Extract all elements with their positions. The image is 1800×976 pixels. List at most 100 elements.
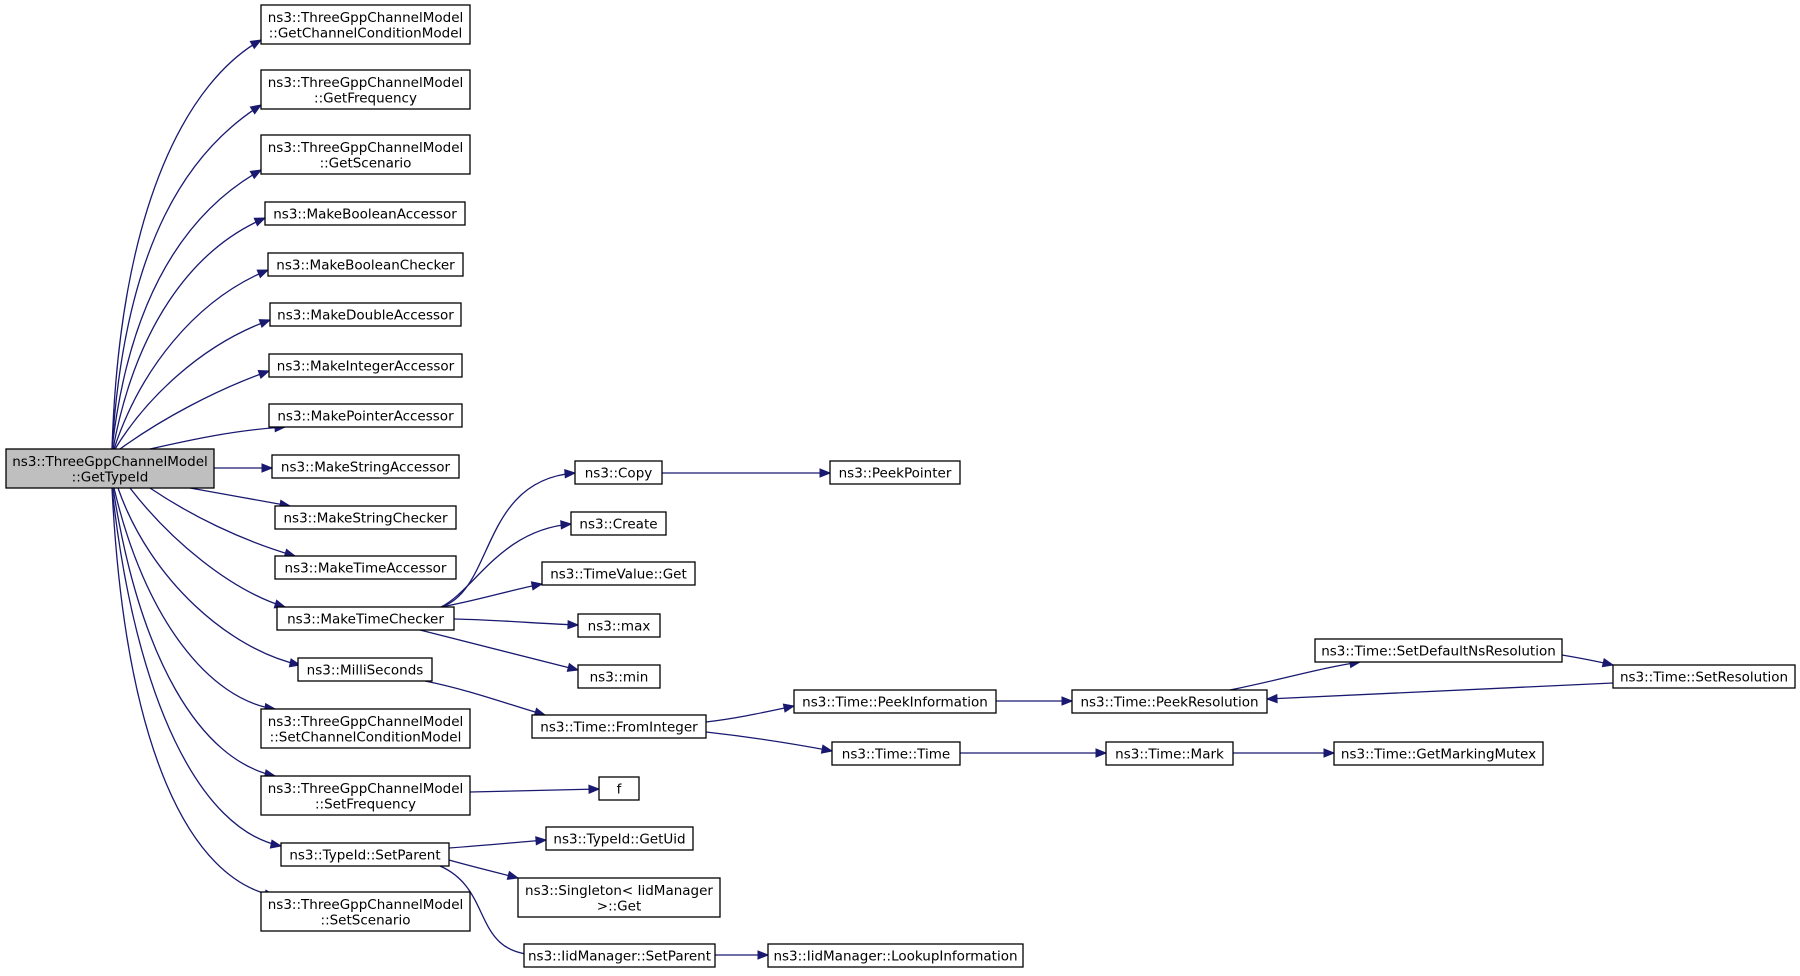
node-ns3-iidmanager-lookupinformation[interactable]: ns3::IidManager::LookupInformation	[767, 943, 1024, 968]
node-ns3-singleton-iidmanager-get[interactable]: ns3::Singleton< IidManager>::Get	[517, 877, 721, 918]
arrowhead	[258, 319, 272, 328]
node-ns3-threegppchannelmodel-setchannelconditionmodel[interactable]: ns3::ThreeGppChannelModel::SetChannelCon…	[260, 708, 471, 749]
arrowhead	[820, 744, 834, 754]
node-ns3-time-frominteger[interactable]: ns3::Time::FromInteger	[531, 714, 707, 739]
edge-root-to-n_ms	[117, 487, 302, 668]
edge-line	[440, 583, 543, 608]
node-ns3-time-time[interactable]: ns3::Time::Time	[831, 741, 961, 766]
edge-root-to-n_msa	[214, 463, 274, 473]
node-box	[260, 134, 471, 175]
node-label: ns3::MakeStringChecker	[283, 511, 447, 527]
node-box	[5, 448, 215, 489]
edge-line	[119, 370, 270, 450]
node-ns3-threegppchannelmodel-getchannelconditionmodel[interactable]: ns3::ThreeGppChannelModel::GetChannelCon…	[260, 4, 471, 45]
node-label: ns3::ThreeGppChannelModel	[268, 10, 464, 26]
node-ns3-maketimechecker[interactable]: ns3::MakeTimeChecker	[276, 606, 455, 631]
node-box	[577, 613, 661, 638]
node-ns3-milliseconds[interactable]: ns3::MilliSeconds	[297, 657, 433, 682]
arrowhead	[819, 468, 832, 478]
node-ns3-min[interactable]: ns3::min	[577, 664, 661, 689]
node-label: ns3::IidManager::LookupInformation	[773, 949, 1017, 965]
node-box	[570, 511, 667, 536]
node-label: ns3::MakePointerAccessor	[277, 409, 454, 425]
edge-line	[440, 523, 572, 608]
arrowhead	[269, 839, 283, 849]
node-ns3-threegppchannelmodel-setscenario[interactable]: ns3::ThreeGppChannelModel::SetScenario	[260, 891, 471, 932]
node-label: ns3::Singleton< IidManager	[525, 883, 713, 899]
node-ns3-threegppchannelmodel-setfrequency[interactable]: ns3::ThreeGppChannelModel::SetFrequency	[260, 775, 471, 816]
node-ns3-create[interactable]: ns3::Create	[570, 511, 667, 536]
node-label: ns3::Time::Time	[842, 747, 950, 763]
edge-line	[149, 487, 296, 557]
arrowhead	[1095, 748, 1108, 758]
node-ns3-makeintegeraccessor[interactable]: ns3::MakeIntegerAccessor	[268, 353, 463, 378]
arrowhead	[564, 469, 577, 479]
node-ns3-time-getmarkingmutex[interactable]: ns3::Time::GetMarkingMutex	[1333, 741, 1544, 766]
node-ns3-makepointeraccessor[interactable]: ns3::MakePointerAccessor	[268, 403, 463, 428]
node-ns3-time-setresolution[interactable]: ns3::Time::SetResolution	[1612, 664, 1796, 689]
edge-n_fromint-to-n_time	[705, 731, 834, 754]
node-ns3-iidmanager-setparent[interactable]: ns3::IidManager::SetParent	[523, 943, 716, 968]
node-ns3-threegppchannelmodel-getscenario[interactable]: ns3::ThreeGppChannelModel::GetScenario	[260, 134, 471, 175]
edge-root-to-n_mta	[149, 487, 297, 558]
arrowhead	[1265, 693, 1278, 704]
node-ns3-time-mark[interactable]: ns3::Time::Mark	[1105, 741, 1234, 766]
arrowhead	[757, 950, 770, 960]
edge-line	[1266, 682, 1614, 700]
edge-n_tsp-to-n_singleton	[448, 859, 520, 880]
edge-n_copy-to-n_peekptr	[662, 468, 832, 478]
node-box	[574, 460, 663, 485]
arrowhead	[782, 703, 796, 713]
arrowhead	[567, 619, 580, 630]
node-box	[269, 302, 462, 327]
node-ns3-time-setdefaultnsresolution[interactable]: ns3::Time::SetDefaultNsResolution	[1314, 638, 1563, 663]
node-ns3-makestringchecker[interactable]: ns3::MakeStringChecker	[274, 505, 457, 530]
node-ns3-timevalue-get[interactable]: ns3::TimeValue::Get	[541, 561, 696, 586]
node-ns3-time-peekinformation[interactable]: ns3::Time::PeekInformation	[793, 689, 997, 714]
arrowhead	[535, 836, 548, 846]
node-label: ns3::MakeStringAccessor	[281, 460, 451, 476]
node-ns3-makedoubleaccessor[interactable]: ns3::MakeDoubleAccessor	[269, 302, 462, 327]
arrowhead	[249, 169, 263, 180]
arrowhead	[1061, 696, 1074, 706]
node-label: ns3::Create	[579, 517, 657, 533]
edge-line	[112, 487, 276, 777]
node-box	[1612, 664, 1796, 689]
node-label: ns3::Copy	[585, 466, 653, 482]
node-box	[276, 606, 455, 631]
node-ns3-typeid-getuid[interactable]: ns3::TypeId::GetUid	[545, 826, 694, 851]
node-box	[531, 714, 707, 739]
node-ns3-makebooleanchecker[interactable]: ns3::MakeBooleanChecker	[267, 252, 464, 277]
node-ns3-peekpointer[interactable]: ns3::PeekPointer	[829, 460, 961, 485]
node-label: ns3::max	[588, 619, 651, 635]
edge-n_setres-to-n_peekres	[1265, 682, 1614, 704]
edge-root-to-n_gs	[111, 169, 263, 450]
node-box	[577, 664, 661, 689]
node-box	[829, 460, 961, 485]
node-ns3-makestringaccessor[interactable]: ns3::MakeStringAccessor	[271, 454, 460, 479]
node-ns3-time-peekresolution[interactable]: ns3::Time::PeekResolution	[1071, 689, 1268, 714]
node-f[interactable]: f	[598, 776, 640, 801]
node-label: ns3::PeekPointer	[839, 466, 952, 482]
node-label: ns3::TimeValue::Get	[550, 567, 687, 583]
node-box	[268, 353, 463, 378]
node-label: ns3::Time::SetDefaultNsResolution	[1321, 644, 1556, 660]
node-ns3-makebooleanaccessor[interactable]: ns3::MakeBooleanAccessor	[264, 201, 466, 226]
node-ns3-copy[interactable]: ns3::Copy	[574, 460, 663, 485]
edge-n_iidsp-to-n_lookup	[715, 950, 770, 960]
node-ns3-max[interactable]: ns3::max	[577, 613, 661, 638]
edge-n_mtc-to-n_tvget	[440, 581, 544, 608]
edge-root-to-n_mba	[112, 217, 267, 450]
edge-line	[117, 487, 301, 666]
node-label: ns3::min	[590, 670, 649, 686]
edge-n_mtc-to-n_min	[419, 629, 580, 672]
node-ns3-threegppchannelmodel-gettypeid[interactable]: ns3::ThreeGppChannelModel::GetTypeId	[5, 448, 215, 489]
node-box	[545, 826, 694, 851]
node-ns3-threegppchannelmodel-getfrequency[interactable]: ns3::ThreeGppChannelModel::GetFrequency	[260, 69, 471, 110]
node-ns3-typeid-setparent[interactable]: ns3::TypeId::SetParent	[280, 842, 450, 867]
node-ns3-maketimeaccessor[interactable]: ns3::MakeTimeAccessor	[274, 555, 457, 580]
node-label: ns3::ThreeGppChannelModel	[268, 714, 464, 730]
arrowhead	[530, 581, 544, 591]
edge-n_mtc-to-n_create	[440, 520, 573, 608]
edge-line	[111, 169, 262, 450]
